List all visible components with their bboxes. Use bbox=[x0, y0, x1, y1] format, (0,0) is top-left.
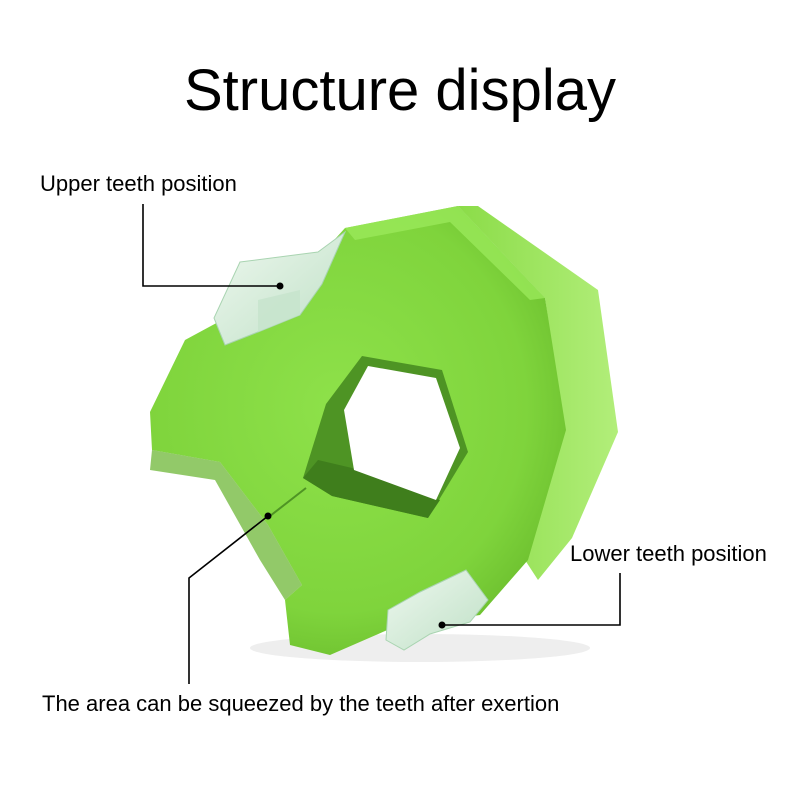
leader-lines bbox=[142, 204, 621, 684]
leader-dot-lower bbox=[438, 621, 446, 629]
leader-dots bbox=[264, 282, 446, 629]
toy-lower-bevel bbox=[150, 450, 302, 600]
toy-hole-wall-lower bbox=[303, 460, 440, 518]
upper-teeth-insert-shade bbox=[258, 290, 300, 332]
lower-teeth-insert bbox=[385, 569, 489, 651]
leader-line-lower bbox=[442, 573, 621, 626]
toy-hole-opening bbox=[344, 366, 460, 500]
squeeze-seam bbox=[269, 487, 307, 517]
leader-line-area bbox=[188, 515, 269, 684]
page-title: Structure display bbox=[184, 58, 616, 123]
lower-teeth-label: Lower teeth position bbox=[570, 541, 767, 566]
squeeze-area-label: The area can be squeezed by the teeth af… bbox=[42, 691, 560, 716]
leader-dot-area bbox=[264, 512, 272, 520]
upper-teeth-label: Upper teeth position bbox=[40, 171, 237, 196]
toy-side-face bbox=[458, 206, 618, 580]
leader-dot-upper bbox=[276, 282, 284, 290]
leader-line-upper bbox=[142, 204, 278, 287]
toy-bevel-highlight bbox=[345, 206, 545, 300]
